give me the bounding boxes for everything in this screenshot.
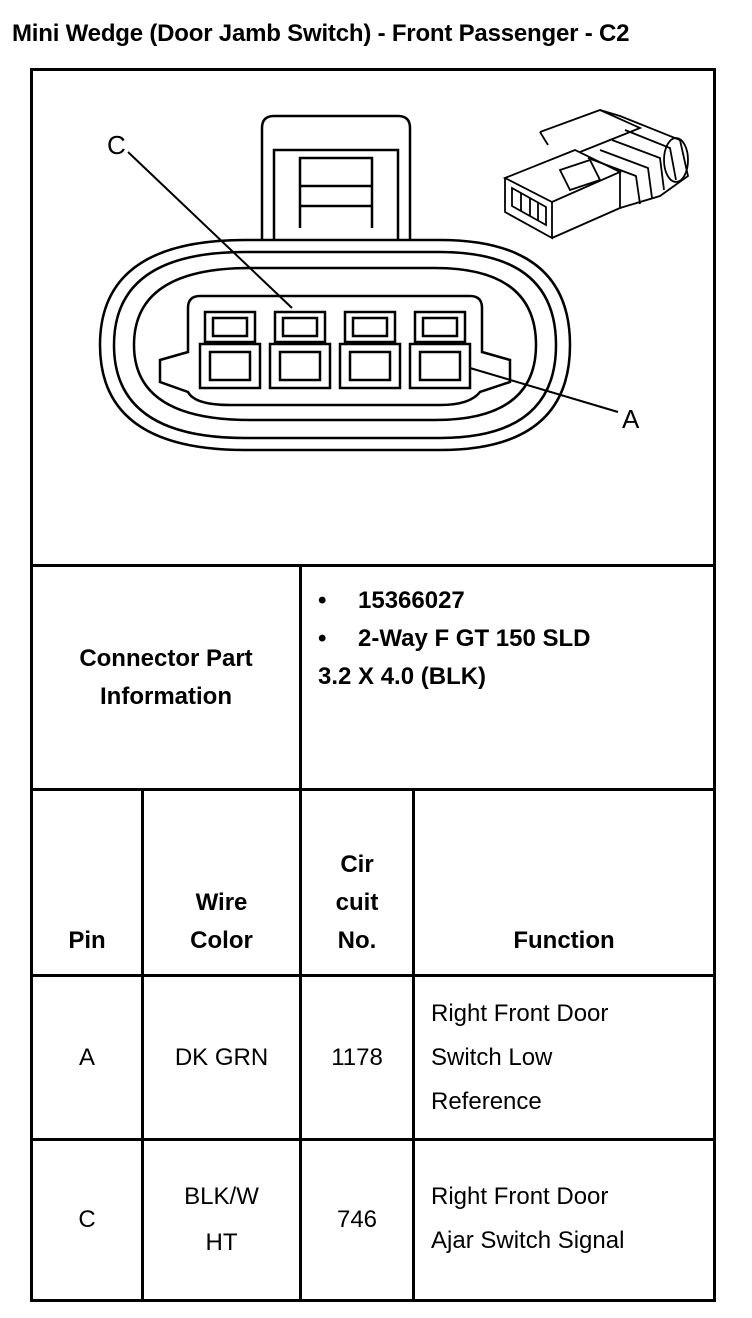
divider-col-1 bbox=[141, 788, 144, 1302]
table-row-c-function: Right Front Door Ajar Switch Signal bbox=[431, 1183, 625, 1254]
connector-part-label-line1: Connector Part bbox=[79, 644, 253, 672]
divider-row-a-bottom bbox=[30, 1138, 716, 1141]
connector-thumbnail bbox=[502, 109, 690, 240]
divider-col-2 bbox=[299, 788, 302, 1302]
header-function: Function bbox=[513, 927, 615, 954]
table-row-c-pin: C bbox=[78, 1206, 96, 1233]
header-circuit-no: Cir cuit No. bbox=[335, 851, 379, 954]
leader-line-c bbox=[127, 151, 293, 309]
divider-diagram-bottom bbox=[30, 564, 716, 567]
header-pin: Pin bbox=[68, 927, 106, 954]
connector-part-label: Connector Part Information bbox=[33, 567, 299, 788]
pin-label-c: C bbox=[107, 130, 126, 160]
latch-outline bbox=[260, 114, 412, 240]
divider-header-bottom bbox=[30, 974, 716, 977]
part-bullet-continuation: 3.2 X 4.0 (BLK) bbox=[318, 663, 487, 690]
connector-body-outer bbox=[98, 238, 572, 452]
divider-col-3 bbox=[412, 788, 415, 1302]
table-row-a-wire-color: DK GRN bbox=[174, 1043, 269, 1071]
part-bullet: •2-Way F GT 150 SLD bbox=[318, 625, 591, 652]
terminal-cavities bbox=[198, 310, 472, 390]
pin-label-a: A bbox=[622, 404, 640, 434]
header-wire-color: Wire Color bbox=[190, 889, 253, 954]
page-title: Mini Wedge (Door Jamb Switch) - Front Pa… bbox=[12, 20, 630, 47]
connector-table-frame bbox=[30, 68, 716, 1302]
connector-face-diagram: C A bbox=[98, 109, 690, 452]
table-row-a-circuit: 1178 bbox=[331, 1043, 383, 1071]
table-row-c-circuit: 746 bbox=[336, 1206, 378, 1233]
table-row-a-pin: A bbox=[78, 1043, 95, 1071]
divider-part-info-bottom bbox=[30, 788, 716, 791]
divider-part-info bbox=[299, 564, 302, 790]
part-bullet: •15366027 bbox=[318, 587, 465, 614]
leader-line-a bbox=[469, 367, 619, 413]
table-row-a-function: Right Front Door Switch Low Reference bbox=[431, 1000, 609, 1115]
connector-part-details: •15366027 •2-Way F GT 150 SLD 3.2 X 4.0 … bbox=[318, 582, 591, 696]
connector-part-label-line2: Information bbox=[100, 682, 232, 710]
table-row-c-wire-color: BLK/W HT bbox=[184, 1183, 259, 1256]
